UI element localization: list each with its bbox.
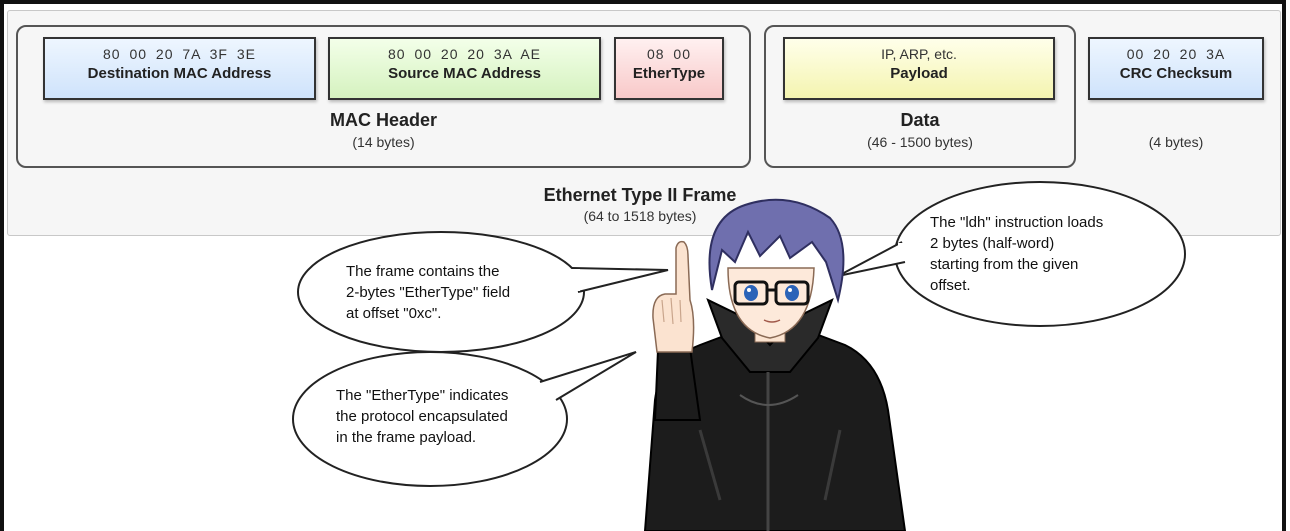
source-mac-value: 80 00 20 20 3A AE bbox=[388, 46, 541, 62]
destination-mac-label: Destination MAC Address bbox=[87, 65, 272, 82]
mac-header-title: MAC Header bbox=[329, 110, 438, 130]
bubble-ldh bbox=[837, 181, 1186, 327]
payload-field: IP, ARP, etc. Payload bbox=[783, 37, 1055, 100]
data-title: Data bbox=[900, 110, 940, 130]
anime-guide-character-icon bbox=[643, 198, 907, 531]
destination-mac-field: 80 00 20 7A 3F 3E Destination MAC Addres… bbox=[43, 37, 316, 100]
destination-mac-value: 80 00 20 7A 3F 3E bbox=[103, 46, 256, 62]
crc-value: 00 20 20 3A bbox=[1126, 46, 1226, 62]
bubble-ldh-text: The "ldh" instruction loads 2 bytes (hal… bbox=[930, 214, 1104, 294]
payload-value: IP, ARP, etc. bbox=[881, 46, 957, 62]
crc-field: 00 20 20 3A CRC Checksum bbox=[1088, 37, 1264, 100]
data-size: (46 - 1500 bytes) bbox=[867, 134, 973, 150]
source-mac-label: Source MAC Address bbox=[388, 65, 541, 82]
frame-title: Ethernet Type II Frame bbox=[543, 185, 737, 205]
frame-size: (64 to 1518 bytes) bbox=[583, 208, 697, 224]
bubble-frame-offset-text: The frame contains the 2-bytes "EtherTyp… bbox=[346, 263, 511, 322]
mac-header-size: (14 bytes) bbox=[352, 134, 415, 150]
crc-label: CRC Checksum bbox=[1119, 65, 1233, 82]
ethertype-value: 08 00 bbox=[646, 46, 692, 62]
source-mac-field: 80 00 20 20 3A AE Source MAC Address bbox=[328, 37, 601, 100]
ethertype-label: EtherType bbox=[632, 65, 706, 82]
bubble-ethertype-meaning bbox=[292, 351, 637, 487]
crc-size: (4 bytes) bbox=[1148, 134, 1204, 150]
payload-label: Payload bbox=[890, 65, 948, 82]
bubble-ethertype-meaning-text: The "EtherType" indicates the protocol e… bbox=[336, 387, 509, 446]
bubble-frame-offset bbox=[297, 231, 669, 353]
ethertype-field: 08 00 EtherType bbox=[614, 37, 724, 100]
